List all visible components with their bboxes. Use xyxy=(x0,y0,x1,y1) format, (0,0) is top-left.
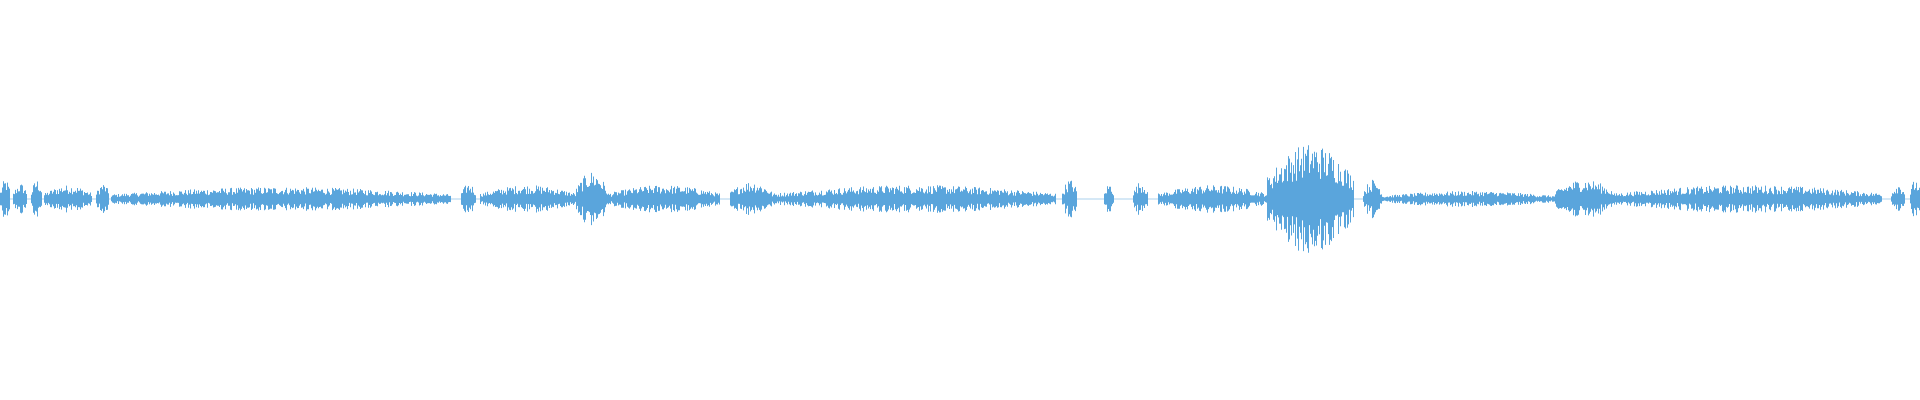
waveform-bars xyxy=(0,145,1920,253)
